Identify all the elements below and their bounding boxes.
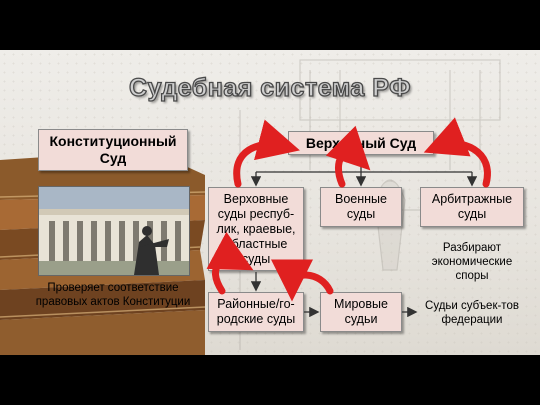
constitutional-court-box: Конституционный Суд <box>38 129 188 171</box>
constitutional-court-note: Проверяет соответствие правовых актов Ко… <box>35 282 191 308</box>
magistrates-box: Мировые судьи <box>320 292 402 332</box>
supreme-regional-courts-box: Верховные суды респуб-лик, краевые, обла… <box>208 187 304 271</box>
supreme-court-label: Верховный Суд <box>305 134 417 151</box>
magistrates-label: Мировые судьи <box>334 297 388 326</box>
district-courts-label: Районные/го-родские суды <box>216 297 296 326</box>
supreme-court-box: Верховный Суд <box>288 131 434 155</box>
slide-title: Судебная система РФ <box>128 73 411 102</box>
military-courts-label: Военные суды <box>335 192 387 221</box>
constitutional-court-photo <box>38 186 190 276</box>
arbitration-courts-box: Арбитражные суды <box>420 187 524 227</box>
supreme-regional-courts-label: Верховные суды респуб-лик, краевые, обла… <box>216 191 296 266</box>
arbitration-note: Разбирают экономические споры <box>431 242 513 282</box>
military-courts-box: Военные суды <box>320 187 402 227</box>
magistrates-note: Судьи субъек-тов федерации <box>425 300 519 326</box>
constitutional-court-label: Конституционный Суд <box>49 133 177 166</box>
arbitration-courts-label: Арбитражные суды <box>431 192 513 221</box>
district-courts-box: Районные/го-родские суды <box>208 292 304 332</box>
